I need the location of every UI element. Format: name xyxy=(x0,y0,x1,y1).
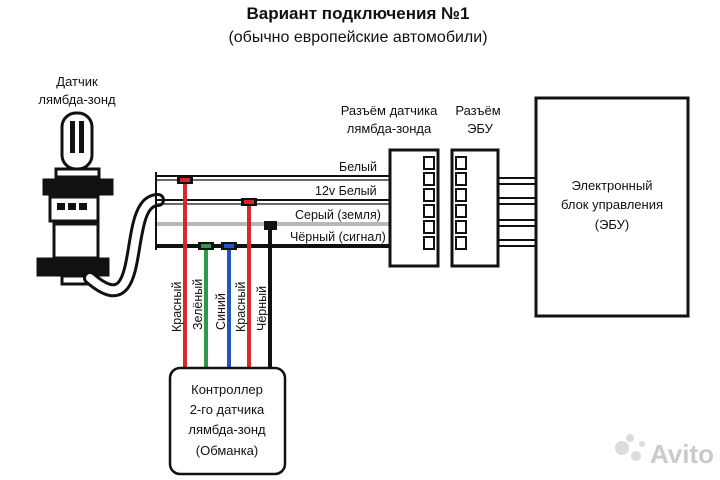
ecu-box xyxy=(534,96,690,318)
controller-label-line3: лямбда-зонд xyxy=(188,422,266,437)
splice-clips xyxy=(177,176,277,250)
controller-label-line4: (Обманка) xyxy=(196,443,258,458)
avito-logo-icon xyxy=(615,434,645,461)
diagram-title: Вариант подключения №1 xyxy=(246,4,469,23)
wire-label: 12v Белый xyxy=(315,184,377,198)
wire-label: Серый (земля) xyxy=(295,208,381,222)
sensor-label-line1: Датчик xyxy=(56,74,98,89)
ecu-harness xyxy=(498,177,536,247)
controller-wire-label: Красный xyxy=(234,282,248,332)
sensor-label-line2: лямбда-зонд xyxy=(38,92,116,107)
wire-label: Белый xyxy=(339,160,377,174)
ecu-label-line2: блок управления xyxy=(561,197,663,212)
avito-watermark: Avito xyxy=(650,439,714,469)
diagram-subtitle: (обычно европейские автомобили) xyxy=(228,29,487,46)
lambda-sensor-icon xyxy=(36,111,114,286)
wire-label: Чёрный (сигнал) xyxy=(290,230,386,244)
ecu-label-line1: Электронный xyxy=(572,178,653,193)
controller-wire-label: Красный xyxy=(170,282,184,332)
controller-wire-label: Синий xyxy=(214,293,228,330)
ecu-label-line3: (ЭБУ) xyxy=(595,217,630,232)
sensor-connector xyxy=(388,148,440,268)
controller-box xyxy=(168,366,287,476)
controller-label-line2: 2-го датчика xyxy=(190,402,265,417)
controller-label-line1: Контроллер xyxy=(191,382,263,397)
ecu-connector xyxy=(450,148,500,268)
controller-wire-label: Чёрный xyxy=(255,286,269,331)
ecu-connector-label-line2: ЭБУ xyxy=(467,121,494,136)
harness-wires xyxy=(155,172,392,250)
ecu-connector-label-line1: Разъём xyxy=(455,103,500,118)
sensor-connector-label-line1: Разъём датчика xyxy=(341,103,438,118)
controller-wire-label: Зелёный xyxy=(191,279,205,330)
controller-wires xyxy=(183,182,272,368)
sensor-connector-label-line2: лямбда-зонда xyxy=(347,121,432,136)
